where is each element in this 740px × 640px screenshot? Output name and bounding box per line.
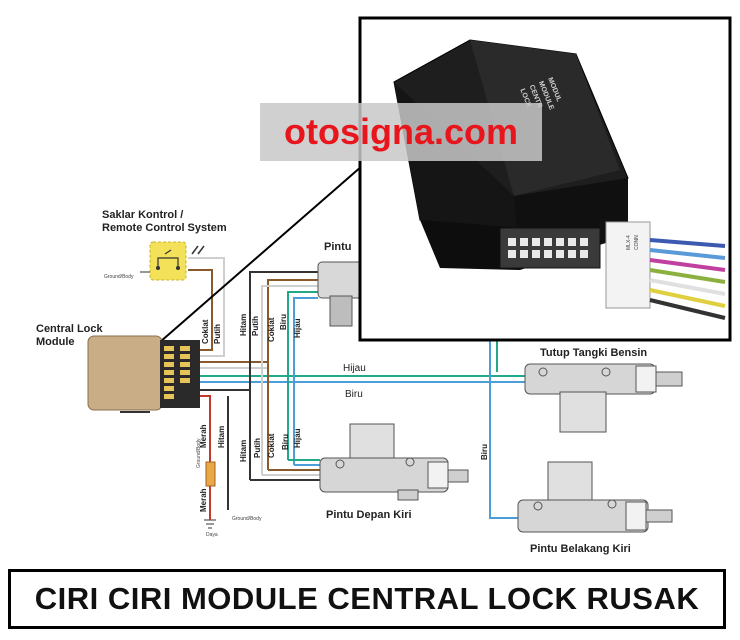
- control-switch: Saklar Kontrol / Remote Control System G…: [102, 209, 227, 281]
- wire-hijau-v1: [287, 291, 318, 460]
- central-lock-module: Central Lock Module: [36, 323, 200, 413]
- page-title: CIRI CIRI MODULE CENTRAL LOCK RUSAK: [34, 581, 700, 616]
- label-coklat-v1: Coklat: [267, 317, 276, 342]
- fuse-label: Ground/Body: [196, 438, 202, 468]
- wire-biru-v1: [293, 297, 318, 465]
- callout-line: [159, 165, 363, 343]
- connector-text-1: MLX-4: [626, 235, 632, 250]
- wires: [159, 165, 525, 519]
- fuse: Ground/Body Ground/Body Daya: [196, 438, 262, 538]
- label-merah-low: Merah: [199, 488, 208, 512]
- label-fuel: Tutup Tangki Bensin: [540, 347, 647, 359]
- label-biru-right: Biru: [480, 444, 489, 460]
- label-hijau: Hijau: [343, 363, 366, 374]
- actuator-front-left-door: Pintu Depan Kiri: [319, 423, 469, 521]
- label-putih-fl: Putih: [253, 438, 262, 458]
- label-biru-v1: Biru: [279, 314, 288, 330]
- label-biru-fl: Biru: [281, 434, 290, 450]
- wire-putih-up: [188, 257, 225, 357]
- label-biru: Biru: [345, 389, 363, 400]
- wire-coklat-up: [188, 269, 213, 351]
- label-hitam-v1: Hitam: [239, 314, 248, 336]
- brand-watermark: otosigna.com: [260, 103, 542, 161]
- wire-putih-v1: [261, 285, 318, 475]
- module-label: Central Lock: [36, 323, 104, 335]
- label-hitam-fl: Hitam: [239, 440, 248, 462]
- module-label-2: Module: [36, 336, 75, 348]
- wire-hitam-v1: [249, 271, 318, 480]
- label-door-front-left: Pintu Depan Kiri: [326, 509, 412, 521]
- label-putih-v1: Putih: [251, 316, 260, 336]
- wire-biru-right: [489, 330, 518, 519]
- actuator-rear-left-door: Pintu Belakang Kiri: [517, 461, 673, 555]
- label-putih-top: Putih: [213, 324, 222, 344]
- ground-label-1: Ground/Body: [104, 274, 134, 280]
- label-door-front-right: Pintu: [324, 241, 352, 253]
- label-hijau-v1: Hijau: [293, 318, 302, 338]
- label-hitam-low: Hitam: [217, 426, 226, 448]
- actuator-fuel-tank: Tutup Tangki Bensin: [524, 347, 683, 433]
- title-box: CIRI CIRI MODULE CENTRAL LOCK RUSAK: [8, 569, 726, 629]
- label-merah: Merah: [199, 424, 208, 448]
- switch-label-2: Remote Control System: [102, 222, 227, 234]
- power-label: Daya: [206, 532, 218, 538]
- connector-text-2: CONN: [634, 235, 640, 250]
- wire-coklat-v1: [267, 279, 318, 470]
- actuator-front-right-door: Pintu: [317, 241, 369, 327]
- label-coklat-top: Coklat: [201, 319, 210, 344]
- label-door-rear-left: Pintu Belakang Kiri: [530, 543, 631, 555]
- label-coklat-fl: Coklat: [267, 433, 276, 458]
- ground-label-2: Ground/Body: [232, 516, 262, 522]
- brand-text: otosigna.com: [283, 111, 519, 152]
- connector-text: MLX-4 CONN: [626, 235, 640, 250]
- switch-label: Saklar Kontrol /: [102, 209, 183, 221]
- module-photo-inset: MLX-4 CONN MODUL MODULE CENTR LOCK: [358, 16, 732, 342]
- label-hijau-fl: Hijau: [293, 428, 302, 448]
